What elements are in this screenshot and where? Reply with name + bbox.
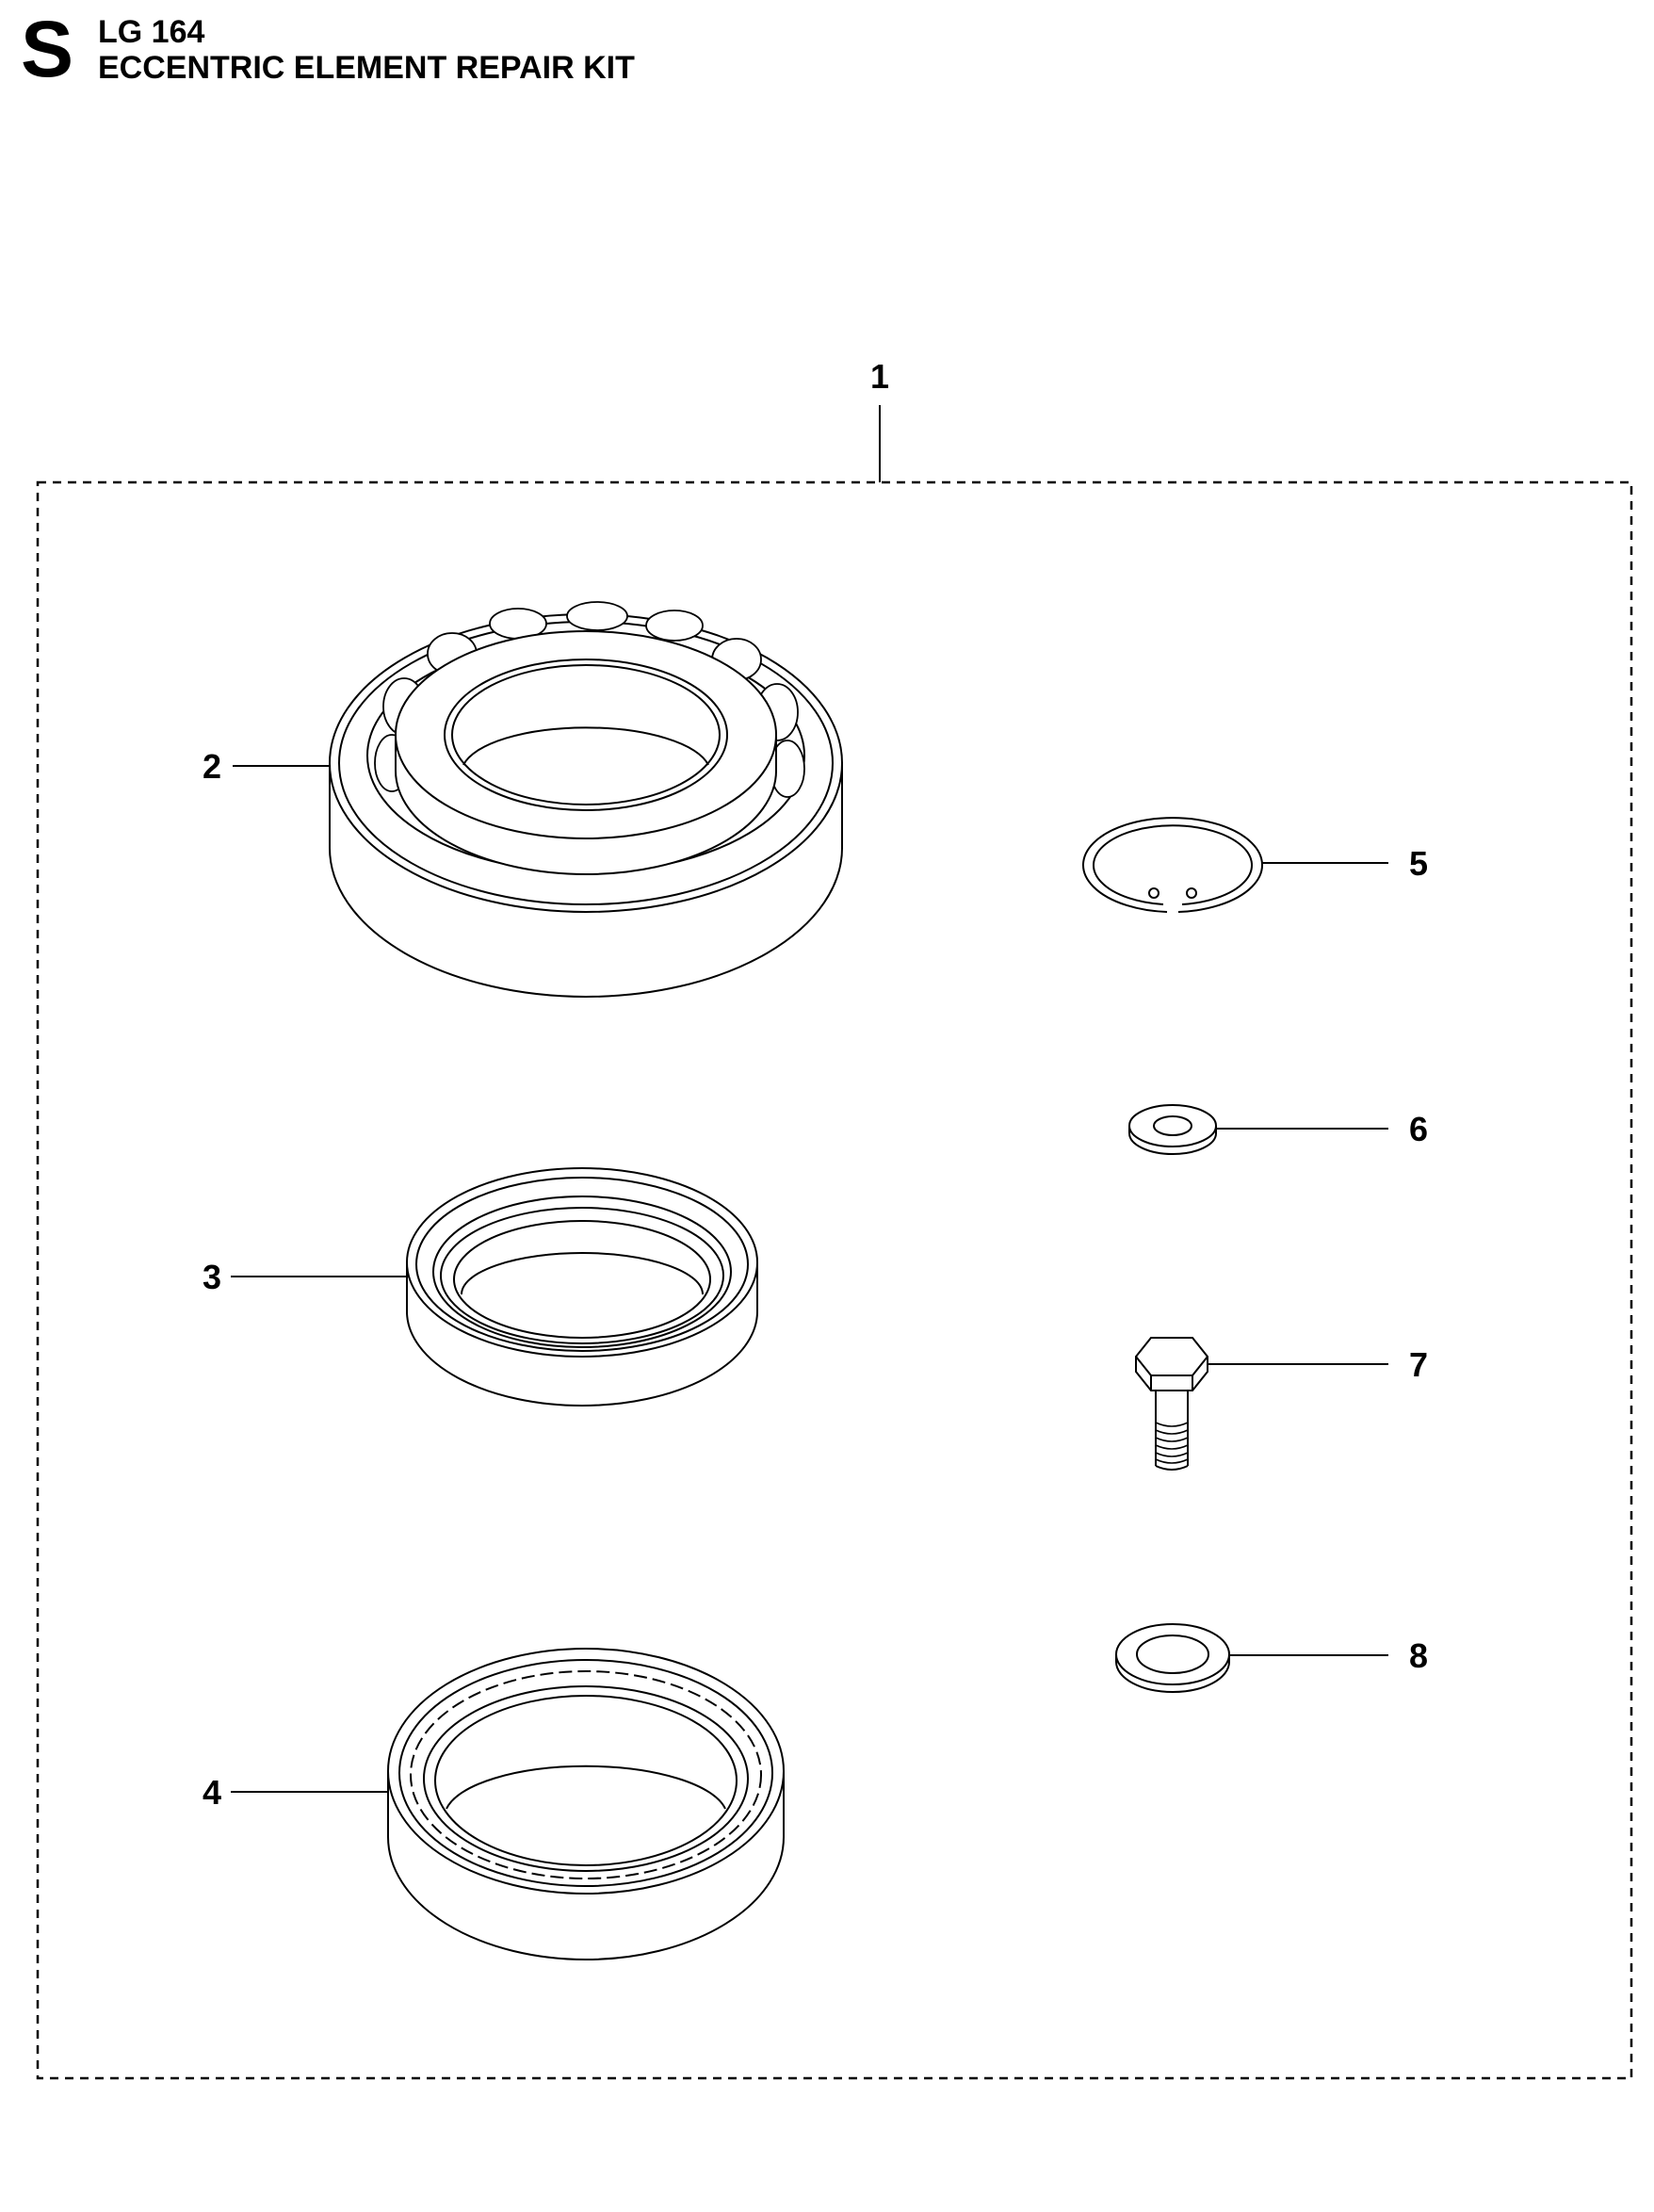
- page-title: ECCENTRIC ELEMENT REPAIR KIT: [98, 50, 635, 86]
- callout-7: 7: [1409, 1345, 1428, 1384]
- kit-boundary-dashed-box: [36, 480, 1633, 2080]
- seal-ring-drawing: [406, 1167, 758, 1407]
- model-name: LG 164: [98, 14, 205, 50]
- callout-3: 3: [203, 1258, 221, 1296]
- ball-bearing-drawing: [387, 1648, 785, 1960]
- small-washer-drawing: [1128, 1104, 1217, 1155]
- callout-4: 4: [203, 1773, 221, 1812]
- callout-8: 8: [1409, 1636, 1428, 1675]
- callout-1: 1: [870, 357, 889, 396]
- callout-2: 2: [203, 747, 221, 786]
- washer-drawing: [1115, 1623, 1230, 1693]
- section-letter: S: [21, 5, 74, 93]
- callout-5: 5: [1409, 844, 1428, 883]
- hex-bolt-drawing: [1135, 1337, 1208, 1471]
- circlip-drawing: [1082, 817, 1263, 913]
- callout-6: 6: [1409, 1110, 1428, 1148]
- roller-bearing-drawing: [329, 601, 843, 998]
